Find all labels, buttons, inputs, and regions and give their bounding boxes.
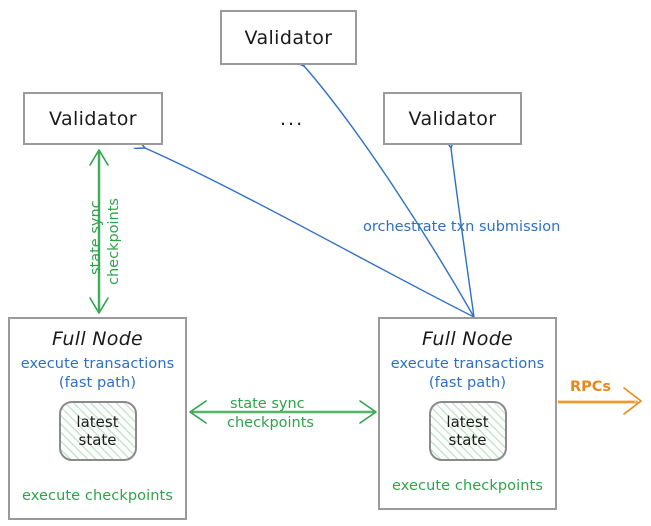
fullnode-right-execute-line1: execute transactions [390,356,545,372]
fullnode-right-execute: execute transactions (fast path) [391,355,545,392]
fullnode-right-execute-line2: (fast path) [428,374,507,391]
validator-left-label: Validator [49,107,137,130]
fullnode-right-latest-state[interactable]: latest state [428,401,507,462]
node-validator-top[interactable]: Validator [220,10,357,65]
fullnode-left-title: Full Node [51,328,144,350]
edge-fullnode-to-validator-top [304,66,475,318]
edge-rpcs [558,387,642,415]
node-validator-right[interactable]: Validator [383,92,522,145]
fullnode-right-state-line1: latest [446,413,489,432]
fullnode-left-checkpoints: execute checkpoints [22,488,173,504]
fullnode-right-state-line2: state [448,431,487,450]
fullnode-right-checkpoints: execute checkpoints [392,478,543,494]
edge-fullnode-to-validator-left [145,148,475,318]
edge-label-state-sync-horizontal-line2: checkpoints [227,415,314,431]
fullnode-left-execute-line1: execute transactions [20,356,175,372]
edge-label-state-sync-vertical-line2: checkpoints [106,198,122,285]
edge-label-rpcs: RPCs [570,379,612,395]
fullnode-left-state-line2: state [78,431,117,450]
edge-label-orchestrate: orchestrate txn submission [363,219,561,235]
node-fullnode-right[interactable]: Full Node execute transactions (fast pat… [378,317,557,510]
node-validator-left[interactable]: Validator [23,92,163,145]
fullnode-left-latest-state[interactable]: latest state [58,401,137,462]
edge-label-state-sync-vertical-line1: state sync [88,200,104,275]
validator-top-label: Validator [244,26,333,49]
edge-fullnode-to-validator-right [451,148,475,318]
edge-label-state-sync-horizontal-line1: state sync [230,396,305,412]
validator-right-label: Validator [408,107,497,130]
validators-ellipsis: ... [280,108,305,130]
fullnode-left-execute: execute transactions (fast path) [21,355,175,392]
fullnode-left-execute-line2: (fast path) [58,374,137,391]
edge-state-sync-horizontal [189,400,377,424]
node-fullnode-left[interactable]: Full Node execute transactions (fast pat… [8,317,187,520]
fullnode-right-title: Full Node [421,328,514,350]
fullnode-left-state-line1: latest [76,413,119,432]
edge-state-sync-vertical [89,149,109,314]
